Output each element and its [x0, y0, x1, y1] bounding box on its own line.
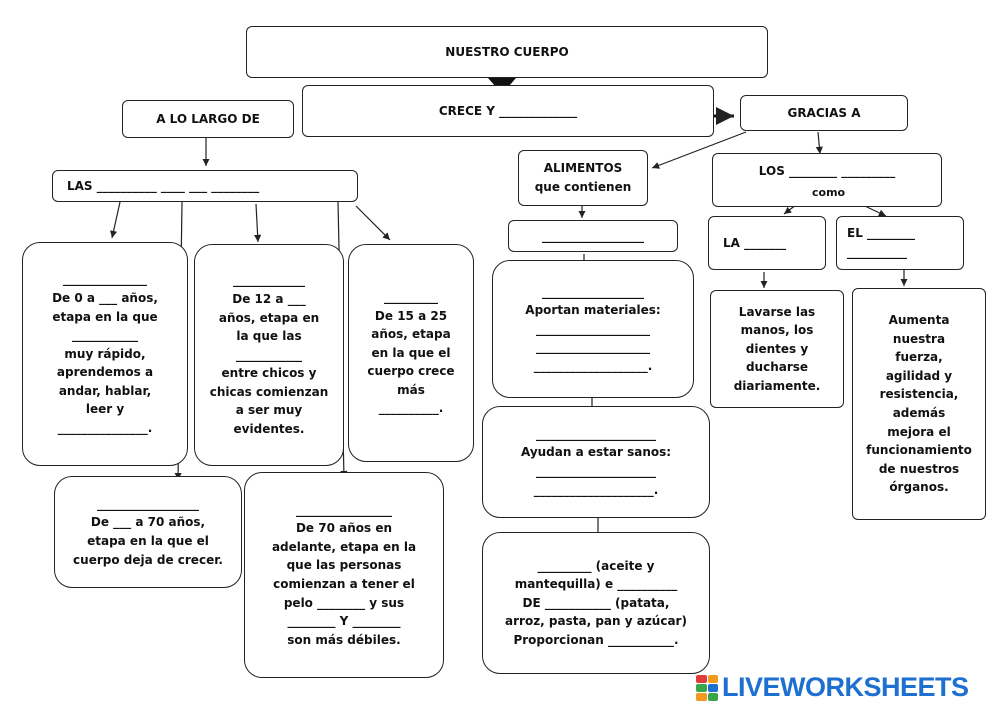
liveworksheets-logo-icon [696, 674, 718, 701]
crece-box: CRECE Y _____________ [302, 85, 714, 137]
largo-text: A LO LARGO DE [156, 111, 260, 126]
las-text: LAS __________ ____ ___ ________ [67, 178, 260, 193]
liveworksheets-logo-text: LIVEWORKSHEETS [722, 672, 969, 702]
etapa-0-text: ______________ De 0 a ___ años, etapa en… [52, 272, 158, 436]
aportan-text: _________________ Aportan materiales: __… [525, 284, 661, 373]
largo-box: A LO LARGO DE [122, 100, 294, 138]
gracias-text: GRACIAS A [787, 105, 861, 120]
etapa-mayor-box: ________________ De 70 años en adelante,… [244, 472, 444, 678]
grasas-text: _________ (aceite y mantequilla) e _____… [505, 558, 687, 647]
title-text: NUESTRO CUERPO [445, 44, 569, 59]
el-box: EL ________ __________ [836, 216, 964, 270]
las-box: LAS __________ ____ ___ ________ [52, 170, 358, 202]
etapa-0-box: ______________ De 0 a ___ años, etapa en… [22, 242, 188, 466]
alimentos-blank-text: _________________ [542, 228, 644, 243]
aumenta-text: Aumenta nuestra fuerza, agilidad y resis… [866, 313, 972, 495]
title-box: NUESTRO CUERPO [246, 26, 768, 78]
los-box: LOS ________ _________ [712, 153, 942, 207]
etapa-15-box: _________ De 15 a 25 años, etapa en la q… [348, 244, 474, 462]
etapa-12-text: ____________ De 12 a ___ años, etapa en … [209, 273, 329, 437]
alimentos-text: ALIMENTOS que contienen [534, 161, 632, 194]
los-text: LOS ________ _________ [758, 164, 896, 178]
lavarse-box: Lavarse las manos, los dientes y duchars… [710, 290, 844, 408]
alimentos-box: ALIMENTOS que contienen [518, 150, 648, 206]
etapa-70-box: _________________ De ___ a 70 años, etap… [54, 476, 242, 588]
etapa-70-text: _________________ De ___ a 70 años, etap… [73, 496, 223, 567]
grasas-box: _________ (aceite y mantequilla) e _____… [482, 532, 710, 674]
alimentos-blank-box: _________________ [508, 220, 678, 252]
el-text: EL ________ __________ [847, 226, 916, 259]
crece-text: CRECE Y _____________ [438, 103, 578, 118]
aportan-box: _________________ Aportan materiales: __… [492, 260, 694, 398]
etapa-mayor-text: ________________ De 70 años en adelante,… [271, 502, 417, 647]
etapa-12-box: ____________ De 12 a ___ años, etapa en … [194, 244, 344, 466]
lavarse-text: Lavarse las manos, los dientes y duchars… [733, 304, 821, 393]
la-text: LA _______ [723, 235, 787, 250]
etapa-15-text: _________ De 15 a 25 años, etapa en la q… [367, 289, 455, 416]
como-label: como [812, 186, 846, 199]
ayudan-box: ____________________ Ayudan a estar sano… [482, 406, 710, 518]
gracias-box: GRACIAS A [740, 95, 908, 131]
aumenta-box: Aumenta nuestra fuerza, agilidad y resis… [852, 288, 986, 520]
la-box: LA _______ [708, 216, 826, 270]
liveworksheets-logo: LIVEWORKSHEETS [696, 672, 969, 703]
ayudan-text: ____________________ Ayudan a estar sano… [520, 426, 672, 497]
